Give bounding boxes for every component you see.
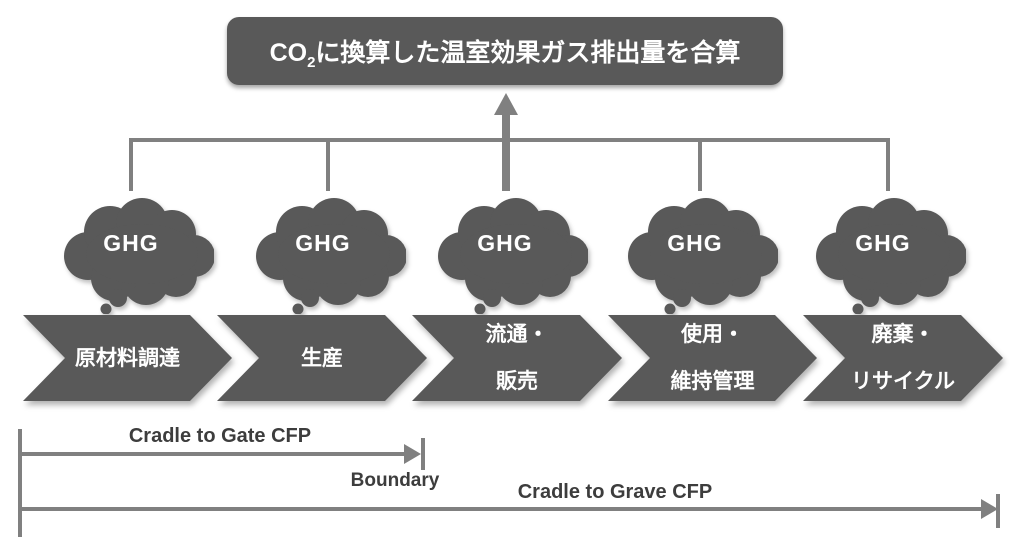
cradle-to-grave-arrow-line (21, 507, 983, 511)
up-arrow-shaft (502, 112, 510, 191)
stage-label: 生産 (301, 346, 343, 370)
cradle-to-gate-arrow-line (21, 452, 407, 456)
connector-drop-2 (326, 138, 330, 191)
stage-label: 流通・ (485, 323, 549, 346)
connector-drop-4 (698, 138, 702, 191)
stage-raw-materials: 原材料調達 (23, 315, 232, 401)
ghg-label: GHG (855, 230, 911, 256)
stage-production: 生産 (217, 315, 427, 401)
ghg-label: GHG (667, 230, 723, 256)
stage-disposal-recycle: 廃棄・ リサイクル (803, 315, 1003, 401)
scope-start-tick (18, 429, 22, 537)
ghg-label: GHG (295, 230, 351, 256)
summary-text: CO2に換算した温室効果ガス排出量を合算 (269, 39, 741, 71)
boundary-tick (421, 438, 425, 470)
stage-use-maintenance: 使用・ 維持管理 (608, 315, 817, 401)
ghg-label: GHG (477, 230, 533, 256)
stage-chevron: 流通・ 販売 (412, 315, 622, 401)
cradle-to-gate-arrowhead-icon (404, 444, 421, 464)
cradle-to-grave-arrowhead-icon (981, 499, 998, 519)
up-arrow-head-icon (494, 93, 518, 115)
ghg-cloud-3: GHG (432, 196, 588, 314)
stage-label: 原材料調達 (75, 346, 180, 370)
stage-chevron: 生産 (217, 315, 427, 401)
cradle-to-gate-label: Cradle to Gate CFP (128, 425, 312, 447)
stage-chevron: 使用・ 維持管理 (608, 315, 817, 401)
stage-label: 使用・ (681, 323, 744, 346)
grave-end-tick (996, 494, 1000, 528)
stage-label-2: リサイクル (851, 370, 955, 393)
ghg-cloud-2: GHG (250, 196, 406, 314)
ghg-cloud-4: GHG (622, 196, 778, 314)
stage-distribution-sales: 流通・ 販売 (412, 315, 622, 401)
connector-drop-5 (886, 138, 890, 191)
summary-box: CO2に換算した温室効果ガス排出量を合算 (227, 17, 783, 85)
stage-label: 廃棄・ (871, 323, 935, 346)
ghg-cloud-5: GHG (810, 196, 966, 314)
ghg-label: GHG (103, 230, 159, 256)
stage-label-2: 維持管理 (670, 370, 755, 393)
boundary-label: Boundary (350, 470, 440, 491)
stage-chevron: 廃棄・ リサイクル (803, 315, 1003, 401)
cradle-to-grave-label: Cradle to Grave CFP (517, 481, 713, 503)
stage-label-2: 販売 (496, 370, 538, 393)
stage-chevron: 原材料調達 (23, 315, 232, 401)
connector-drop-1 (129, 138, 133, 191)
ghg-cloud-1: GHG (58, 196, 214, 314)
